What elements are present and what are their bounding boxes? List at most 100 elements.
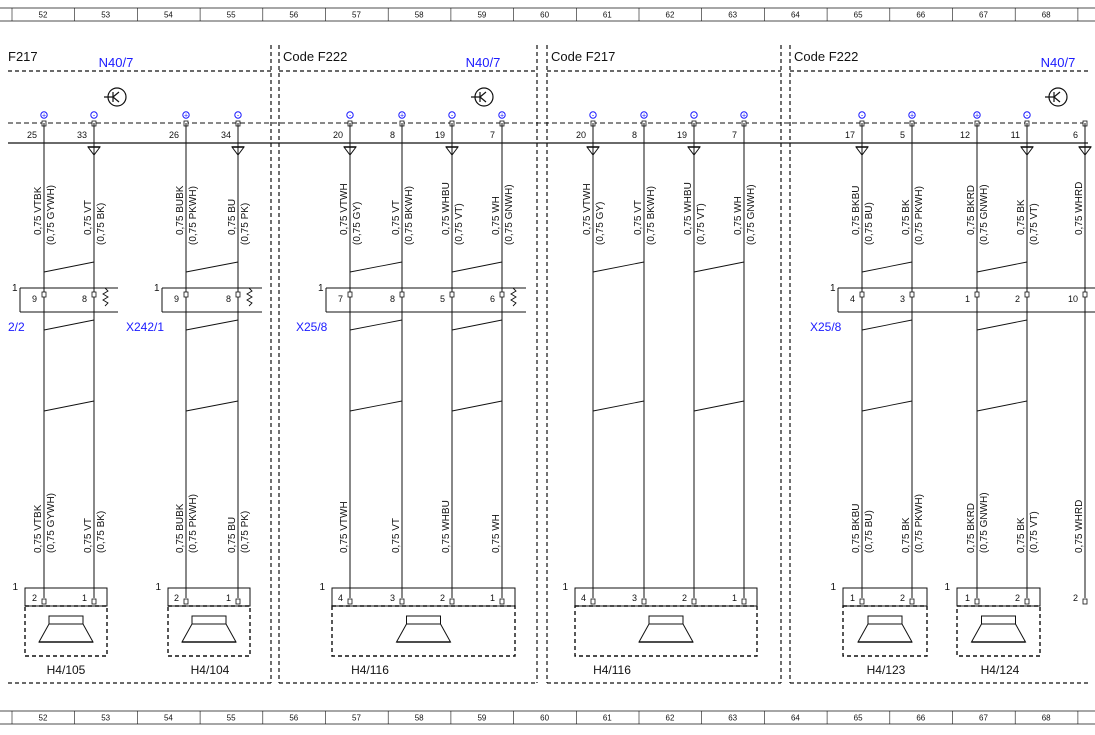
pin-number: 7 (490, 130, 495, 140)
connector-index: 1 (154, 283, 160, 294)
speaker-pin (41, 598, 47, 605)
ruler-number: 55 (227, 11, 236, 20)
speaker-icon (857, 615, 913, 643)
speaker-pin-number: 1 (82, 593, 87, 603)
speaker-pin (91, 598, 97, 605)
ruler-number: 56 (289, 714, 298, 723)
transistor-icon (471, 91, 487, 103)
twist-marker (451, 261, 503, 273)
speaker-pin-number: 2 (32, 593, 37, 603)
connector-pin (859, 291, 865, 298)
speaker-pin-number: 2 (1073, 593, 1078, 603)
connector-designation: X25/8 (296, 320, 328, 334)
wire-color-label: 0,75 WHRD (1074, 182, 1085, 235)
ruler-number: 62 (666, 11, 675, 20)
twist-marker (976, 400, 1028, 412)
module-label: N40/7 (466, 55, 501, 70)
pin-number: 7 (732, 130, 737, 140)
speaker-pin-number: 3 (390, 593, 395, 603)
polarity-marker (640, 111, 648, 119)
speaker-icon (38, 615, 94, 643)
pin-number: 33 (77, 130, 87, 140)
speaker-plug-index: 1 (830, 582, 836, 593)
polarity-sign: + (184, 113, 188, 120)
wire-color-label-alt: (0,75 GYWH) (46, 493, 57, 553)
wire-color-label: 0,75 BKRD (966, 185, 977, 235)
wire-color-label-alt: (0,75 PKWH) (914, 494, 925, 553)
speaker-designation: H4/123 (867, 663, 906, 677)
speaker-pin (1082, 598, 1088, 605)
connector-pin-number: 8 (226, 294, 231, 304)
ruler-number: 56 (289, 11, 298, 20)
polarity-marker (346, 111, 354, 119)
connector-pin (91, 291, 97, 298)
connector-pin-number: 7 (338, 294, 343, 304)
speaker-plug-index: 1 (319, 582, 325, 593)
twist-marker (861, 319, 913, 331)
speaker-pin (399, 598, 405, 605)
connector-designation: X242/1 (126, 320, 164, 334)
pin-number: 25 (27, 130, 37, 140)
speaker-designation: H4/116 (351, 663, 389, 677)
speaker-pin (449, 598, 455, 605)
speaker-pin-number: 2 (682, 593, 687, 603)
polarity-sign: - (861, 113, 864, 120)
wire-color-label: 0,75 WH (491, 196, 502, 235)
ruler-number: 64 (791, 714, 800, 723)
ruler-bottom: 525354555657585960616263646566676869 (0, 710, 1095, 725)
connector-pin-number: 8 (390, 294, 395, 304)
wire-color-label: 0,75 BK (1016, 199, 1027, 235)
twist-marker (349, 319, 403, 331)
ruler-number: 57 (352, 11, 361, 20)
speaker-pin-number: 1 (490, 593, 495, 603)
polarity-marker (90, 111, 98, 119)
polarity-sign: - (1026, 113, 1029, 120)
wire-color-label: 0,75 BU (227, 199, 238, 235)
connector-pin (399, 291, 405, 298)
twist-marker (185, 319, 239, 331)
speaker-designation: H4/124 (981, 663, 1020, 677)
speaker-pin-number: 1 (226, 593, 231, 603)
polarity-marker (740, 111, 748, 119)
pin-number: 8 (390, 130, 395, 140)
connector-pin (1024, 291, 1030, 298)
twist-marker (592, 261, 645, 273)
pin-number: 26 (169, 130, 179, 140)
wire-color-label: 0,75 VT (83, 518, 94, 553)
speaker-pin-number: 2 (174, 593, 179, 603)
connector-strip (19, 287, 118, 313)
wire-color-label-alt: (0,75 VT) (1029, 203, 1040, 245)
speaker-pin (590, 598, 596, 605)
connector-designation: 2/2 (8, 320, 25, 334)
connector-pin (347, 291, 353, 298)
ruler-top: 525354555657585960616263646566676869 (0, 7, 1095, 22)
connector-pin (235, 291, 241, 298)
twist-marker (976, 319, 1028, 331)
speaker-plug (842, 587, 928, 607)
polarity-sign: - (349, 113, 352, 120)
speaker-pin-number: 1 (850, 593, 855, 603)
pin-number: 17 (845, 130, 855, 140)
speaker-plug (956, 587, 1041, 607)
connector-pin (41, 291, 47, 298)
speaker-pin-number: 2 (440, 593, 445, 603)
polarity-marker (690, 111, 698, 119)
speaker-pin-number: 2 (900, 593, 905, 603)
connector-pin (1082, 291, 1088, 298)
twist-marker (451, 400, 503, 412)
polarity-marker (182, 111, 190, 119)
speaker-pin (347, 598, 353, 605)
speaker-housing (24, 605, 108, 657)
speaker-pin (691, 598, 697, 605)
speaker-pin (859, 598, 865, 605)
pin-number: 8 (632, 130, 637, 140)
ruler-number: 59 (477, 11, 486, 20)
connector-pin-number: 5 (440, 294, 445, 304)
wire-color-label: 0,75 BUBK (175, 185, 186, 235)
ruler-number: 58 (415, 11, 424, 20)
pin-number: 12 (960, 130, 970, 140)
ruler-number: 58 (415, 714, 424, 723)
wire-color-label-alt: (0,75 PK) (240, 203, 251, 245)
speaker-plug-index: 1 (562, 582, 568, 593)
ruler-number: 60 (540, 714, 549, 723)
